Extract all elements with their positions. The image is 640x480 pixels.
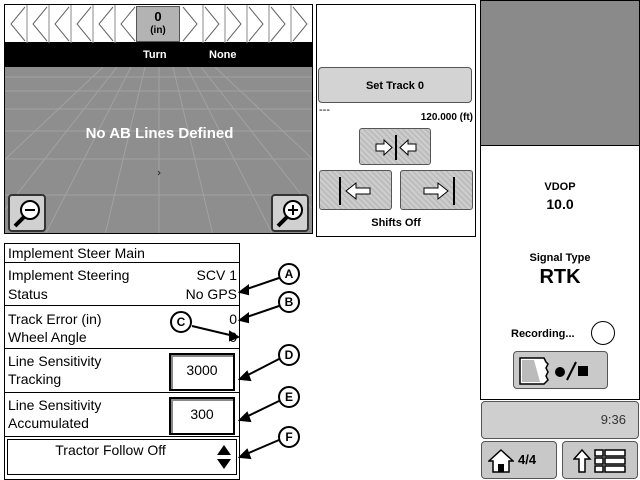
field-grid-icon — [5, 67, 312, 233]
shift-center-button[interactable] — [359, 128, 431, 165]
line-sensitivity-tracking-label: Line Sensitivity — [8, 353, 102, 369]
turn-info-band: Turn None — [5, 43, 312, 67]
implement-steering-label: Implement Steering — [8, 267, 130, 283]
recording-toggle-icon — [519, 357, 588, 385]
shift-left-arrow-icon — [339, 177, 371, 205]
callout-f: F — [278, 426, 300, 448]
track-offset-value: 0 — [154, 9, 162, 24]
recording-label: Recording... — [511, 328, 575, 340]
implement-steering-section: Implement Steering SCV 1 Status No GPS — [5, 264, 239, 306]
tractor-follow-value: Tractor Follow Off — [55, 442, 166, 458]
line-sensitivity-accumulated-label: Line Sensitivity — [8, 397, 102, 413]
line-sensitivity-tracking-sublabel: Tracking — [8, 371, 62, 387]
signal-type-label: Signal Type — [529, 252, 591, 264]
wheel-angle-label: Wheel Angle — [8, 329, 87, 345]
track-offset-display: 0 (in) — [136, 6, 180, 42]
recording-toggle-button[interactable] — [513, 351, 608, 389]
tractor-follow-dropdown[interactable]: Tractor Follow Off — [7, 439, 237, 475]
track-distance: 120.000 (ft) — [420, 112, 473, 123]
turn-label: Turn — [143, 49, 167, 61]
line-sensitivity-tracking-input[interactable]: 3000 — [169, 353, 235, 391]
set-track-button[interactable]: Set Track 0 — [318, 67, 472, 103]
track-shift-panel: Set Track 0 --- 120.000 (ft) Shifts Off — [316, 4, 476, 237]
wheel-angle-value: 0 — [229, 329, 237, 345]
implement-steer-panel: Implement Steer Main Implement Steering … — [4, 243, 240, 480]
shift-right-button[interactable] — [400, 170, 473, 210]
turn-value: None — [209, 49, 237, 61]
status-value: No GPS — [185, 286, 237, 302]
clock-display: 9:36 — [481, 401, 639, 439]
map-preview — [481, 1, 639, 146]
callout-d: D — [278, 344, 300, 366]
callout-a: A — [278, 263, 300, 285]
menu-button[interactable] — [562, 441, 638, 479]
zoom-out-button[interactable] — [8, 194, 46, 232]
gps-status-panel: VDOP 10.0 Signal Type RTK Recording... — [480, 0, 640, 400]
line-sensitivity-tracking-section: Line Sensitivity Tracking 3000 — [5, 350, 239, 393]
vdop-value: 10.0 — [546, 196, 574, 212]
line-sensitivity-accumulated-section: Line Sensitivity Accumulated 300 — [5, 394, 239, 437]
page-indicator: 4/4 — [518, 452, 537, 467]
signal-type-value: RTK — [539, 266, 581, 288]
line-sensitivity-accumulated-input[interactable]: 300 — [169, 397, 235, 435]
zoom-in-icon — [276, 200, 303, 228]
shift-left-button[interactable] — [319, 170, 392, 210]
zoom-out-icon — [13, 200, 40, 228]
no-ab-lines-message: No AB Lines Defined — [85, 125, 234, 142]
line-sensitivity-accumulated-sublabel: Accumulated — [8, 415, 89, 431]
callout-c: C — [170, 311, 192, 333]
shift-right-arrow-icon — [423, 177, 455, 205]
shift-center-icon — [375, 135, 417, 160]
callout-b: B — [278, 291, 300, 313]
home-button[interactable]: 4/4 — [481, 441, 557, 479]
status-label: Status — [8, 286, 48, 302]
shifts-status: Shifts Off — [371, 217, 421, 229]
field-perspective-view: No AB Lines Defined — [5, 67, 312, 233]
track-error-value: 0 — [229, 311, 237, 327]
track-error-section: Track Error (in) 0 Wheel Angle 0 — [5, 307, 239, 349]
track-offset-unit: (in) — [150, 25, 166, 36]
up-down-arrows-icon — [217, 445, 231, 469]
lightbar-chevrons-icon — [10, 5, 308, 43]
lightbar: 0 (in) — [5, 5, 312, 43]
zoom-in-button[interactable] — [271, 194, 309, 232]
panel-title: Implement Steer Main — [5, 244, 239, 263]
implement-steering-value: SCV 1 — [196, 267, 237, 283]
callout-e: E — [278, 386, 300, 408]
recording-indicator-icon — [591, 321, 615, 345]
home-icon — [488, 448, 514, 473]
guidance-view: 0 (in) Turn None No AB Lines Defined — [4, 4, 313, 234]
menu-up-list-icon — [573, 448, 626, 473]
track-error-label: Track Error (in) — [8, 311, 102, 327]
vdop-label: VDOP — [544, 181, 576, 193]
track-dashes: --- — [319, 104, 330, 116]
